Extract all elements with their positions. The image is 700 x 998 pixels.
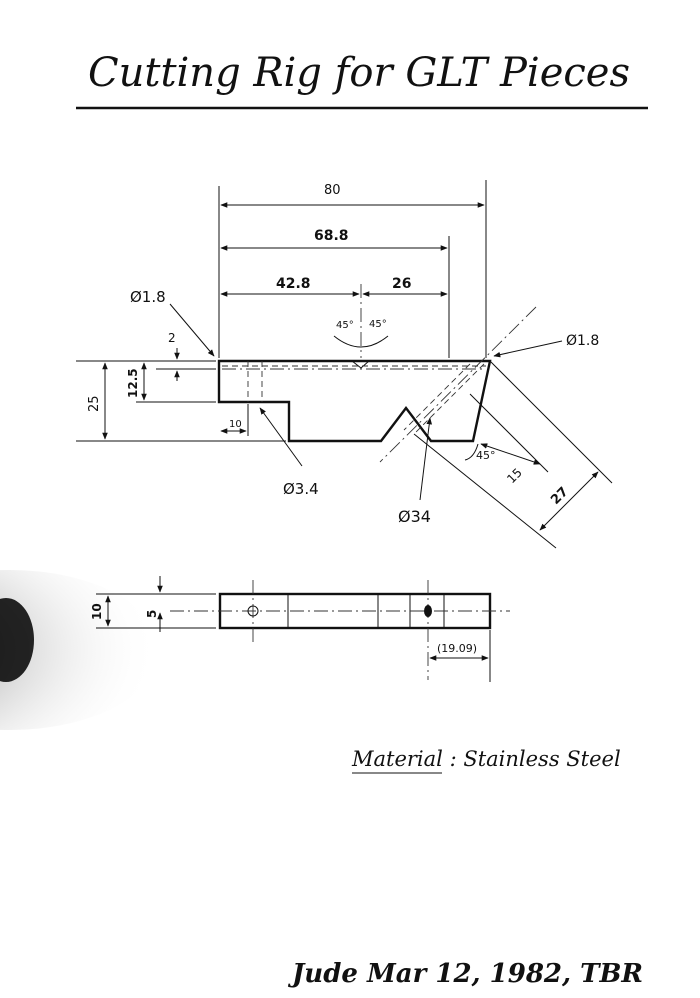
center-diag [379,306,537,463]
angle-arc-top [333,335,389,348]
dim-42: 42.8 [276,276,311,292]
dim-line-15 [480,443,541,465]
dim-27: 27 [548,484,571,507]
dim-10: 10 [229,419,242,430]
dim-68: 68.8 [314,228,349,244]
dim-15: 15 [504,465,525,486]
hole-dia-left: Ø1.8 [130,288,166,306]
scan-shadow-spot [0,598,34,682]
hole-small: Ø3.4 [283,480,319,498]
dim-half-thickness: 5 [145,610,159,618]
dim-80: 80 [324,183,341,198]
leader-hole-small [259,407,303,467]
dim-12: 12.5 [126,368,140,398]
angle-left: 45° [336,320,354,331]
scan-shadow [0,570,160,730]
dim-2: 2 [168,331,176,345]
leader-hole-v [419,417,433,501]
hole-v: Ø34 [398,507,431,526]
ext-27-b [413,433,557,549]
top-v-notch [351,360,370,369]
leader-dia-right [493,340,563,358]
hole-dia-right: Ø1.8 [566,333,599,349]
signature: Jude Mar 12, 1982, TBR [287,959,643,989]
leader-dia-left [169,303,215,357]
ext-27-a [489,360,613,484]
dim-line-27 [539,471,599,531]
angle-bottom: 45° [476,449,496,462]
top-view-hole-right [424,605,432,617]
front-view-outline [217,359,492,443]
dim-ref: (19.09) [437,642,477,655]
dim-25: 25 [87,395,102,412]
drawing-title: Cutting Rig for GLT Pieces [88,50,630,96]
angle-right: 45° [369,319,387,330]
dim-thickness: 10 [90,603,104,620]
dim-26: 26 [392,276,411,292]
hidden-diag-1 [413,363,485,435]
material-value: Stainless Steel [463,747,620,771]
top-view-hole-left [247,605,259,617]
front-view: 80 68.8 42.8 26 45° 45° Ø1.8 Ø1.8 2 12.5… [76,180,613,549]
angle-arc-bottom [464,443,479,461]
top-view: 10 5 (19.09) [90,576,510,682]
hidden-diag-2 [403,363,471,431]
material-label: Material : Stainless Steel [351,747,621,771]
